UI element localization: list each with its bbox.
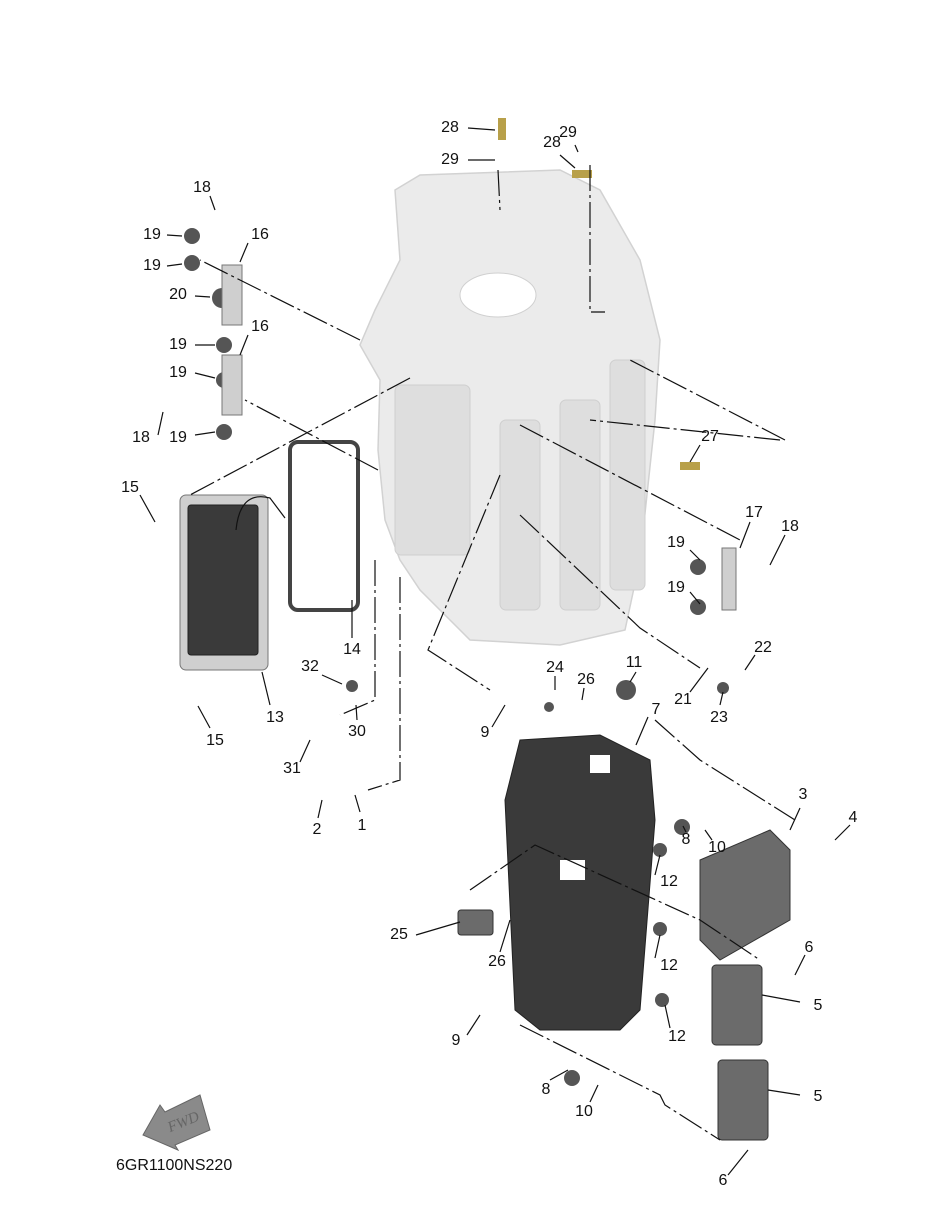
callout-18: 18 <box>193 179 211 196</box>
callout-6: 6 <box>719 1172 728 1189</box>
callout-8: 8 <box>542 1081 551 1098</box>
callout-19: 19 <box>143 226 161 243</box>
callout-19: 19 <box>667 534 685 551</box>
relay <box>457 909 494 936</box>
electrical-bracket <box>504 734 656 1031</box>
callout-32: 32 <box>301 658 319 675</box>
callout-19: 19 <box>169 429 187 446</box>
leader-lines <box>139 127 851 1176</box>
callout-12: 12 <box>660 873 678 890</box>
callout-1: 1 <box>358 817 367 834</box>
callout-16: 16 <box>251 318 269 335</box>
callout-26: 26 <box>488 953 506 970</box>
callout-28: 28 <box>543 134 561 151</box>
callout-12: 12 <box>668 1028 686 1045</box>
engine-control-unit <box>699 829 791 961</box>
fwd-arrow-icon: FWD <box>142 1094 211 1152</box>
callout-23: 23 <box>710 709 728 726</box>
callout-21: 21 <box>674 691 692 708</box>
callout-7: 7 <box>652 701 661 718</box>
callout-10: 10 <box>708 839 726 856</box>
bracket <box>221 264 243 326</box>
callout-15: 15 <box>206 732 224 749</box>
bracket <box>721 547 737 611</box>
callout-16: 16 <box>251 226 269 243</box>
callout-18: 18 <box>781 518 799 535</box>
callout-5: 5 <box>814 1088 823 1105</box>
callout-19: 19 <box>169 336 187 353</box>
callout-9: 9 <box>452 1032 461 1049</box>
callout-28: 28 <box>441 119 459 136</box>
callout-20: 20 <box>169 286 187 303</box>
callout-18: 18 <box>132 429 150 446</box>
callout-19: 19 <box>667 579 685 596</box>
callout-30: 30 <box>348 723 366 740</box>
callout-19: 19 <box>169 364 187 381</box>
callout-12: 12 <box>660 957 678 974</box>
bracket <box>221 354 243 416</box>
callout-29: 29 <box>559 124 577 141</box>
callout-3: 3 <box>799 786 808 803</box>
callouts: 28 29 28 29 18 19 16 19 20 16 19 19 18 1… <box>121 119 857 1189</box>
callout-19: 19 <box>143 257 161 274</box>
callout-9: 9 <box>481 724 490 741</box>
gasket <box>288 440 360 612</box>
callout-25: 25 <box>390 926 408 943</box>
callout-29: 29 <box>441 151 459 168</box>
callout-15: 15 <box>121 479 139 496</box>
callout-2: 2 <box>313 821 322 838</box>
callout-14: 14 <box>343 641 361 658</box>
callout-24: 24 <box>546 659 564 676</box>
callout-11: 11 <box>626 654 643 671</box>
callout-10: 10 <box>575 1103 593 1120</box>
callout-6: 6 <box>805 939 814 956</box>
diagram-code: 6GR1100NS220 <box>116 1157 232 1174</box>
cylinder-block <box>359 169 661 646</box>
callout-27: 27 <box>701 428 719 445</box>
callout-17: 17 <box>745 504 763 521</box>
callout-31: 31 <box>283 760 301 777</box>
callout-13: 13 <box>266 709 284 726</box>
rectifier-regulator <box>179 494 286 671</box>
callout-5: 5 <box>814 997 823 1014</box>
ignition-coil-module <box>711 964 763 1046</box>
callout-4: 4 <box>849 809 858 826</box>
callout-8: 8 <box>682 831 691 848</box>
ignition-coil-module <box>717 1059 769 1141</box>
callout-22: 22 <box>754 639 772 656</box>
callout-26: 26 <box>577 671 595 688</box>
